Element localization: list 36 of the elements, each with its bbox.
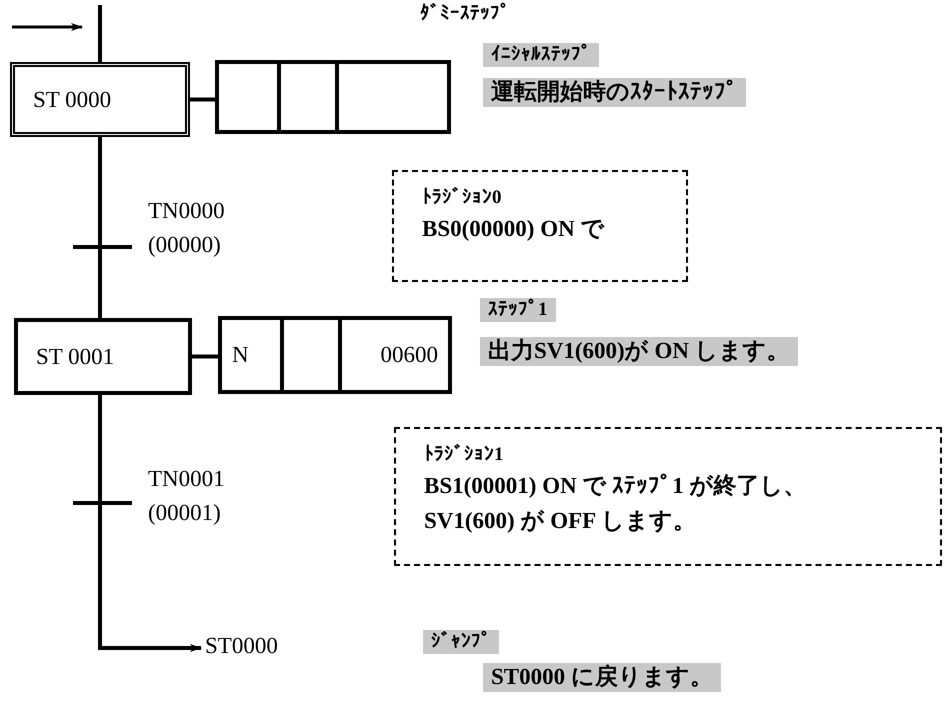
connector-line: [98, 5, 102, 62]
connector-line: [98, 395, 102, 501]
transition-label: TN0001: [148, 466, 225, 492]
transition-label: (00000): [148, 232, 221, 258]
highlighted-note: 出力SV1(600)が ON します。: [480, 337, 798, 366]
action-box: [215, 60, 451, 134]
step-name: ST 0001: [36, 344, 114, 370]
note-text: BS0(00000) ON で: [422, 215, 606, 243]
highlighted-note: ｼﾞｬﾝﾌﾟ: [423, 630, 499, 654]
arrow: [98, 505, 202, 652]
note-box: [392, 170, 688, 282]
connector-line: [192, 354, 218, 358]
action-value: 00600: [380, 342, 438, 368]
connector-line: [190, 98, 215, 102]
highlighted-note: ｽﾃｯﾌﾟ1: [480, 298, 556, 322]
initial-step-box: [10, 62, 190, 137]
highlighted-note: 運転開始時のｽﾀｰﾄｽﾃｯﾌﾟ: [483, 78, 746, 107]
transition-label: TN0000: [148, 198, 225, 224]
action-qualifier: N: [232, 342, 249, 368]
note-box: [394, 427, 942, 566]
step-box: [14, 318, 192, 395]
transition-label: (00001): [148, 500, 221, 526]
connector-line: [98, 137, 102, 245]
jump-target: ST0000: [205, 633, 278, 659]
transition-bar: [73, 501, 132, 505]
connector-line: [98, 249, 102, 318]
note-text: SV1(600) が OFF します。: [424, 507, 698, 535]
note-title: ﾄﾗｼﾞｼｮﾝ1: [424, 443, 504, 466]
note-title: ﾄﾗｼﾞｼｮﾝ0: [422, 186, 502, 209]
highlighted-note: ｲﾆｼｬﾙｽﾃｯﾌﾟ: [483, 43, 599, 67]
step-name: ST 0000: [33, 86, 112, 112]
transition-bar: [73, 245, 132, 249]
note-text: BS1(00001) ON で ｽﾃｯﾌﾟ1 が終了し、: [424, 472, 808, 500]
highlighted-note: ST0000 に戻ります。: [483, 663, 721, 692]
annotation-text: ﾀﾞﾐｰｽﾃｯﾌﾟ: [419, 2, 511, 26]
action-box: [218, 316, 452, 394]
